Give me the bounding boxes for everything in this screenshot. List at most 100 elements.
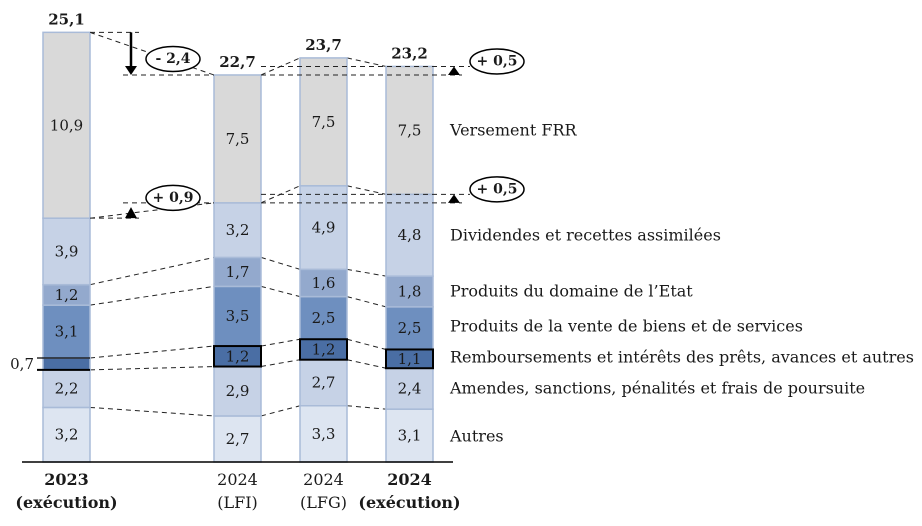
segment-labels: 3,22,20,73,11,23,910,92,72,91,23,51,73,2…	[10, 113, 421, 448]
bar-segment	[385, 275, 434, 308]
segment-value-label: 3,2	[55, 426, 79, 444]
bar-segment	[42, 357, 91, 371]
category-label-line1: 2024	[303, 470, 344, 489]
total-value-label: 23,2	[391, 44, 428, 62]
category-label-line1: 2024	[387, 470, 432, 489]
category-label-line2: (exécution)	[358, 493, 460, 512]
segment-value-label: 7,5	[226, 130, 250, 148]
delta-value-label: + 0,5	[477, 181, 518, 197]
bar-segment	[213, 202, 262, 259]
connector-line	[260, 285, 301, 298]
total-value-label: 25,1	[48, 10, 85, 28]
legend-label: Versement FRR	[449, 121, 577, 140]
segment-value-label: 2,2	[55, 380, 79, 398]
segment-value-label: 3,1	[55, 323, 79, 341]
bar-segment	[299, 295, 348, 340]
segment-value-label: 1,8	[398, 283, 422, 301]
total-value-label: 22,7	[219, 53, 256, 71]
legend-label: Remboursements et intérêts des prêts, av…	[450, 348, 914, 367]
bar-segment	[213, 285, 262, 347]
segment-value-label: 10,9	[50, 116, 83, 134]
bar-segment	[213, 365, 262, 417]
delta-arrow-up-icon	[448, 194, 460, 203]
segment-value-label: 2,7	[226, 430, 250, 448]
segment-value-label: 3,9	[55, 242, 79, 260]
delta-value-label: + 0,9	[153, 190, 194, 206]
connector-line	[346, 268, 387, 277]
segment-value-label: 3,2	[226, 221, 250, 239]
bar-segment	[213, 415, 262, 463]
category-label-line2: (LFG)	[300, 493, 347, 512]
segment-outline	[299, 338, 348, 361]
bar-segment	[385, 193, 434, 277]
delta-arrow-up-icon	[125, 207, 137, 219]
segment-value-label: 4,9	[312, 219, 336, 237]
legend-label: Amendes, sanctions, pénalités et frais d…	[449, 379, 865, 398]
segment-value-label: 1,1	[398, 350, 422, 368]
segment-value-label: 2,5	[312, 309, 336, 327]
segment-value-label: 7,5	[398, 121, 422, 139]
segment-value-label: 1,2	[312, 340, 336, 358]
connector-line	[260, 256, 301, 270]
connector-line	[89, 285, 215, 306]
segment-value-label: 3,5	[226, 307, 250, 325]
legend-label: Produits de la vente de biens et de serv…	[450, 317, 803, 336]
delta-value-label: - 2,4	[155, 51, 190, 67]
segment-outline	[213, 345, 262, 368]
delta-value-label: + 0,5	[477, 53, 518, 69]
delta-bubble	[145, 45, 201, 73]
bar-segment	[385, 65, 434, 196]
connector-line	[260, 359, 301, 368]
delta-bubble	[145, 184, 201, 212]
bar-segment	[42, 31, 91, 219]
connector-line	[346, 359, 387, 369]
segment-value-label: 1,2	[55, 286, 79, 304]
segment-value-label: 1,2	[226, 347, 250, 365]
legend: Autres Amendes, sanctions, pénalités et f…	[449, 121, 914, 446]
total-labels: 25,1 22,7 23,7 23,2	[48, 10, 428, 71]
legend-label: Autres	[449, 427, 504, 446]
connector-line	[89, 366, 215, 371]
delta-arrow-up-icon	[448, 66, 460, 75]
segment-value-label: 1,7	[226, 263, 250, 281]
legend-label: Produits du domaine de l’Etat	[450, 282, 693, 301]
segment-value-label: 2,4	[398, 380, 422, 398]
connector-line	[89, 345, 215, 359]
segment-value-label: 7,5	[312, 113, 336, 131]
legend-label: Dividendes et recettes assimilées	[450, 226, 721, 245]
bar-segment	[299, 57, 348, 187]
segment-value-label: 3,1	[398, 427, 422, 445]
connector-line	[346, 185, 387, 195]
connector-line	[260, 405, 301, 417]
category-labels: 2023 (exécution) 2024 (LFI) 2024 (LFG) 2024 (ex…	[15, 470, 460, 512]
segment-value-label: 3,3	[312, 425, 336, 443]
category-label-line2: (LFI)	[217, 493, 258, 512]
connector-line	[89, 256, 215, 286]
delta-bubble	[469, 176, 525, 203]
bar-segment	[299, 185, 348, 271]
connector-line	[89, 202, 215, 219]
segment-value-label: 0,7	[10, 355, 34, 373]
total-value-label: 23,7	[305, 36, 342, 54]
bars	[37, 31, 434, 463]
connector-line	[346, 57, 387, 67]
connector-line	[346, 338, 387, 350]
category-label-line1: 2023	[44, 470, 89, 489]
category-label-line1: 2024	[217, 470, 258, 489]
delta-arrow-down-icon	[125, 65, 137, 75]
connector-line	[346, 405, 387, 410]
delta-bubble	[469, 48, 525, 75]
segment-value-label: 4,8	[398, 226, 422, 244]
bar-segment	[213, 74, 262, 204]
connector-line	[89, 406, 215, 417]
segment-value-label: 2,5	[398, 319, 422, 337]
segment-value-label: 2,7	[312, 374, 336, 392]
delta-annotations: - 2,4 + 0,9 + 0,5 + 0,5	[90, 31, 525, 219]
bar-segment	[42, 369, 91, 409]
bar-segment	[385, 408, 434, 463]
connector-line	[346, 296, 387, 308]
category-label-line2: (exécution)	[15, 493, 117, 512]
segment-outline	[385, 348, 434, 370]
segment-value-label: 1,6	[312, 274, 336, 292]
